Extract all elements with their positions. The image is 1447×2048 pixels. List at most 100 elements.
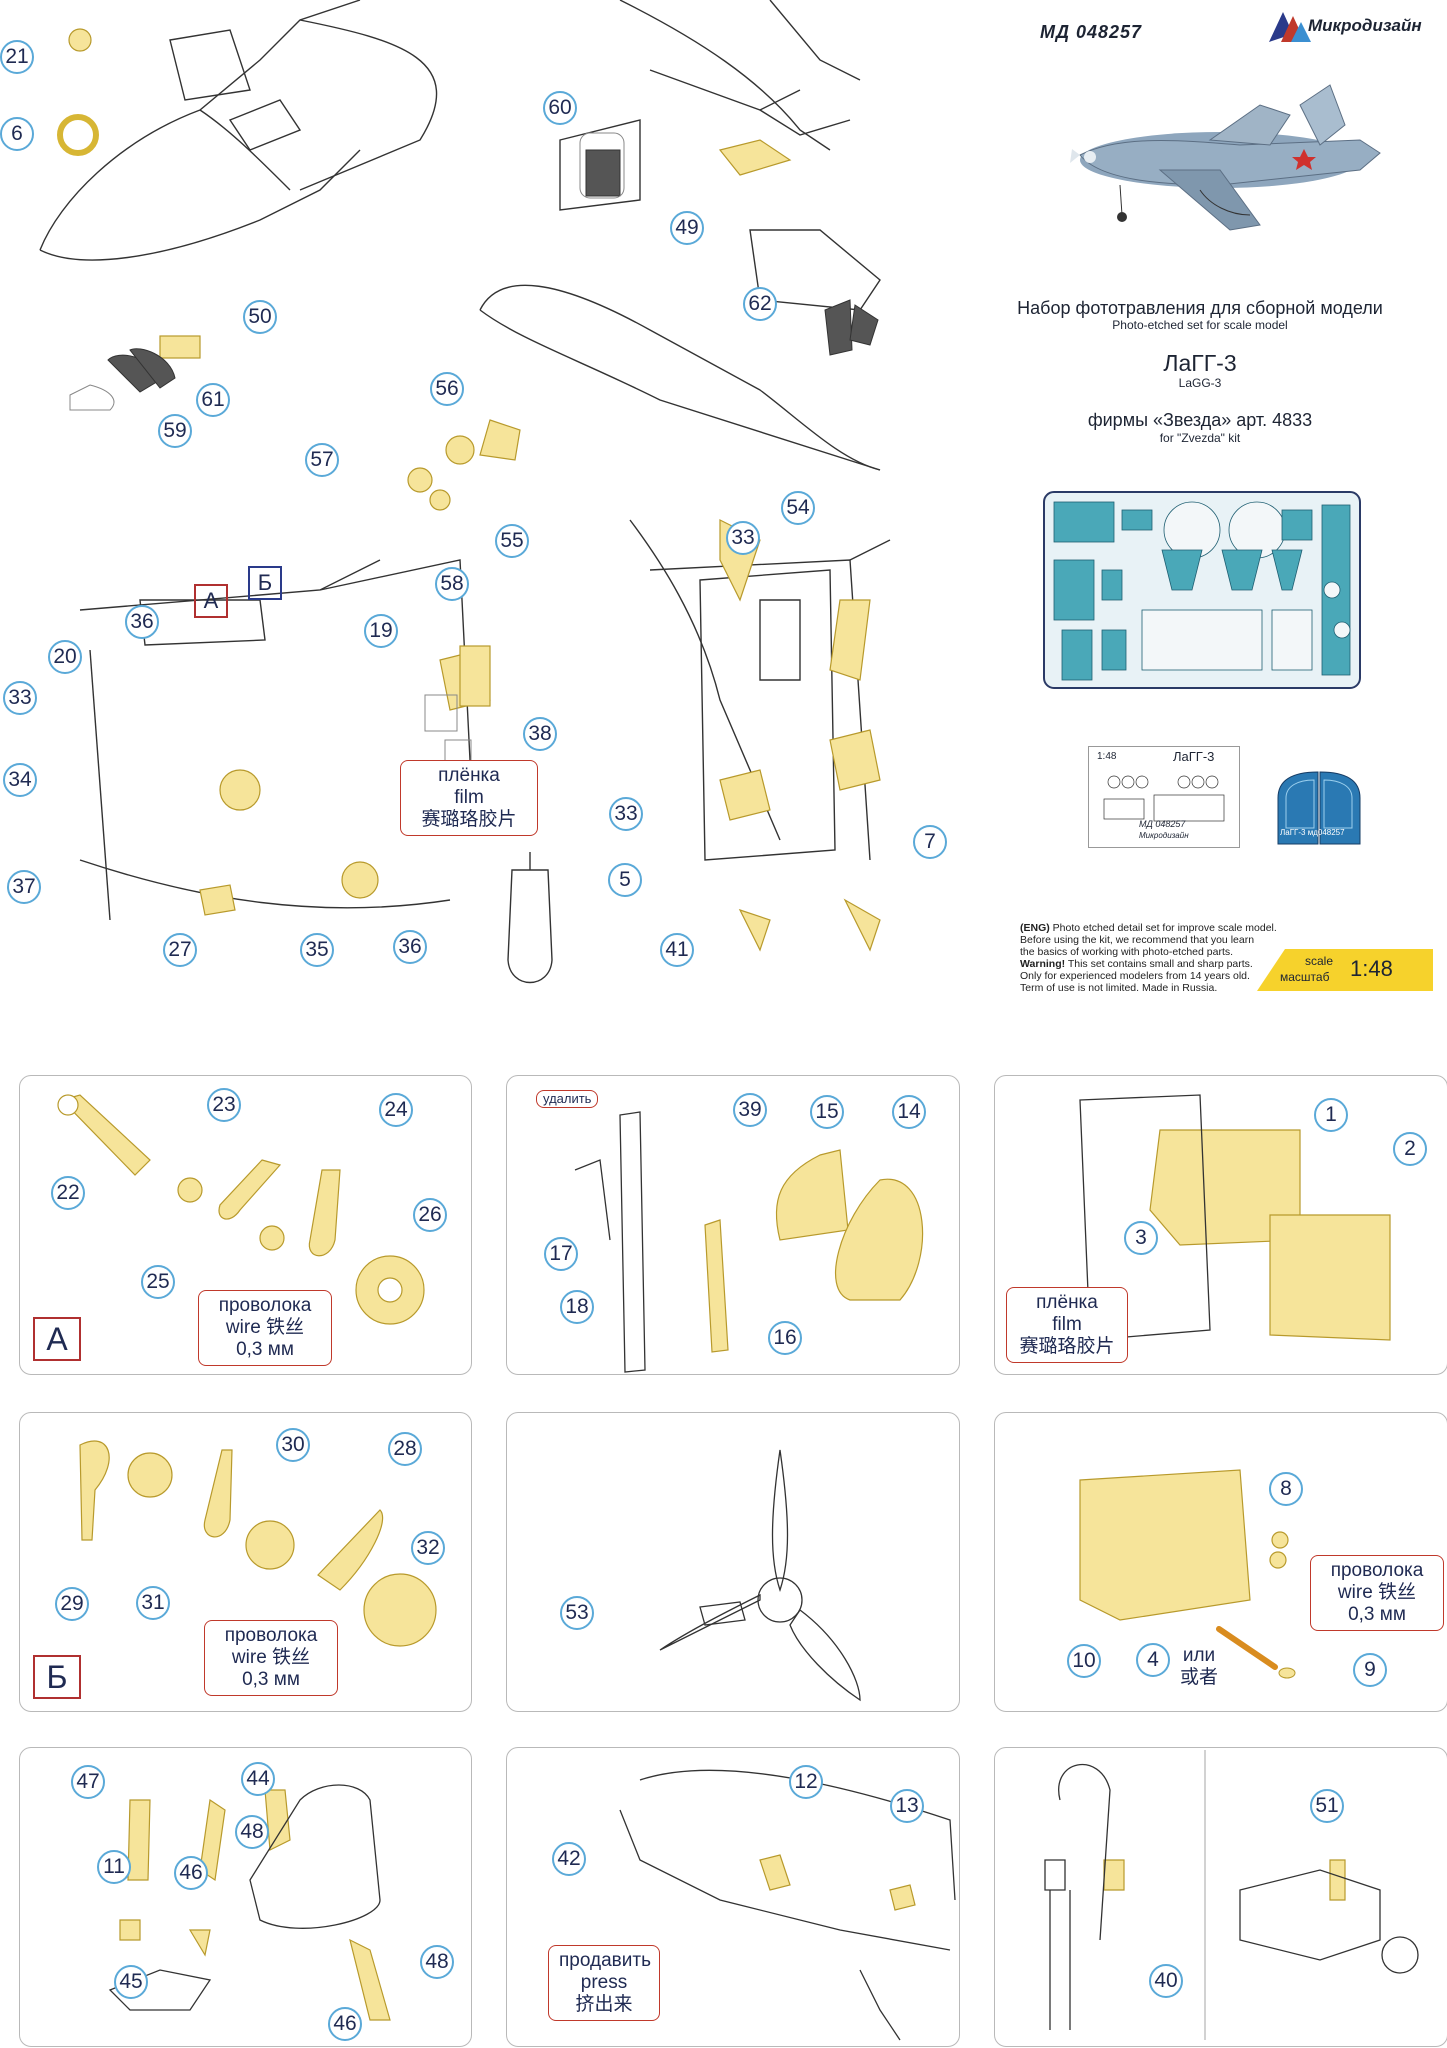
callout-58: 58 [435,567,469,601]
callout-7: 7 [913,825,947,859]
warning-line-6: Term of use is not limited. Made in Russ… [1020,982,1218,994]
wire-note-dash: проволока wire 铁丝 0,3 мм [1310,1555,1444,1631]
callout-1: 1 [1314,1098,1348,1132]
callout-48-a: 48 [235,1815,269,1849]
callout-41: 41 [660,933,694,967]
callout-10: 10 [1067,1644,1101,1678]
callout-31: 31 [136,1586,170,1620]
scale-label-ru: масштаб [1280,970,1330,984]
panel-belts [19,1747,472,2047]
callout-8: 8 [1269,1472,1303,1506]
canopy-mask-icon [1277,771,1361,845]
thumb-brand: Микродизайн [1139,831,1189,840]
callout-6: 6 [0,117,34,151]
callout-23: 23 [207,1088,241,1122]
callout-37: 37 [7,870,41,904]
callout-28: 28 [388,1432,422,1466]
scale-label-en: scale [1305,954,1334,968]
callout-4: 4 [1136,1643,1170,1677]
section-b-label-top: Б [248,566,282,600]
callout-46-a: 46 [174,1856,208,1890]
callout-20: 20 [48,640,82,674]
section-a-label: А [33,1317,81,1361]
callout-27: 27 [163,933,197,967]
callout-9: 9 [1353,1653,1387,1687]
wire-note-a: проволока wire 铁丝 0,3 мм [198,1290,332,1366]
aircraft-render [1070,84,1381,231]
callout-24: 24 [379,1093,413,1127]
title-ru: Набор фототравления для сборной модели [1017,298,1383,318]
thumb-scale: 1:48 [1097,751,1117,762]
thumb-article: МД 048257 [1139,819,1186,829]
callout-47: 47 [71,1765,105,1799]
callout-61: 61 [196,383,230,417]
thumb-model: ЛаГГ-3 [1173,749,1215,764]
model-en: LaGG-3 [1178,376,1222,390]
callout-13: 13 [890,1789,924,1823]
warning-line-5: Only for experienced modelers from 14 ye… [1020,970,1250,982]
callout-55: 55 [495,524,529,558]
brand-logo-icon [1269,12,1311,42]
callout-36-b: 36 [393,930,427,964]
callout-38: 38 [523,717,557,751]
callout-42: 42 [552,1842,586,1876]
callout-53: 53 [560,1596,594,1630]
callout-2: 2 [1393,1132,1427,1166]
callout-46-b: 46 [328,2007,362,2041]
warning-block: (ENG) Photo etched detail set for improv… [1020,922,1280,994]
callout-25: 25 [141,1265,175,1299]
warning-line-1: (ENG) Photo etched detail set for improv… [1020,922,1277,934]
model-ru: ЛаГГ-3 [1163,350,1237,376]
callout-45: 45 [114,1965,148,1999]
callout-5: 5 [608,863,642,897]
callout-17: 17 [544,1237,578,1271]
warning-line-2: Before using the kit, we recommend that … [1020,934,1255,946]
callout-14: 14 [892,1095,926,1129]
callout-57: 57 [305,443,339,477]
scale-value: 1:48 [1350,956,1393,981]
scale-badge-shape [1257,949,1433,991]
callout-40: 40 [1149,1964,1183,1998]
callout-60: 60 [543,91,577,125]
callout-56: 56 [430,372,464,406]
callout-11: 11 [97,1850,131,1884]
callout-32: 32 [411,1531,445,1565]
callout-29: 29 [55,1587,89,1621]
section-b-label: Б [33,1655,81,1699]
thumb-fret-icon [1103,775,1225,822]
callout-44: 44 [241,1762,275,1796]
callout-39: 39 [733,1093,767,1127]
photo-etch-fret [1043,491,1361,689]
callout-12: 12 [789,1765,823,1799]
kit-ru: фирмы «Звезда» арт. 4833 [1087,410,1313,430]
callout-51: 51 [1310,1789,1344,1823]
callout-54: 54 [781,491,815,525]
thumb-card: 1:48 ЛаГГ-3 МД 048257 Микродизайн [1088,746,1240,848]
callout-59: 59 [158,414,192,448]
article-number: МД 048257 [1040,22,1143,42]
callout-22: 22 [51,1176,85,1210]
top-assembly-drawings [39,0,891,984]
callout-15: 15 [810,1095,844,1129]
callout-48-b: 48 [420,1945,454,1979]
callout-16: 16 [768,1321,802,1355]
wire-note-b: проволока wire 铁丝 0,3 мм [204,1620,338,1696]
callout-21: 21 [0,40,34,74]
callout-33-left: 33 [3,681,37,715]
callout-50: 50 [243,300,277,334]
callout-33-right-a: 33 [726,521,760,555]
callout-3: 3 [1124,1221,1158,1255]
callout-26: 26 [413,1198,447,1232]
mask-label: ЛаГГ-3 мд048257 [1280,828,1345,837]
callout-34: 34 [3,763,37,797]
callout-49: 49 [670,211,704,245]
wire-rod-icon [1216,1626,1296,1679]
callout-30: 30 [276,1428,310,1462]
callout-18: 18 [560,1290,594,1324]
callout-36: 36 [125,605,159,639]
